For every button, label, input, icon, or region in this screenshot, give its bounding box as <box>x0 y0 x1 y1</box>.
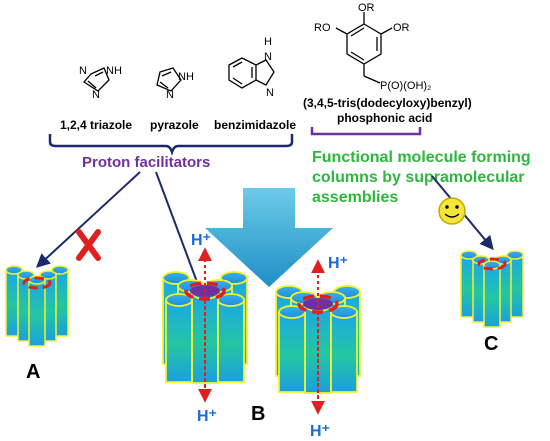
column-bundle-b-right <box>275 285 361 394</box>
column-bundle-c <box>460 250 524 328</box>
benzimidazole-atom-n1: N <box>264 51 272 63</box>
pyrazole-atom-nh: NH <box>178 71 194 83</box>
label-b: B <box>251 403 265 425</box>
big-down-arrow-icon <box>205 188 333 287</box>
functional-molecule-line1: Functional molecule forming <box>312 149 531 166</box>
benzimidazole-atom-h: H <box>264 36 272 48</box>
pyrazole-label: pyrazole <box>150 118 199 132</box>
triazole-atom-n1: N <box>79 65 87 77</box>
phosphonic-group: P(O)(OH)₂ <box>380 80 431 92</box>
column-bundle-a <box>5 265 69 347</box>
hplus-b-left-top: H⁺ <box>191 232 211 249</box>
functional-molecule-line2: columns by supramolecular <box>312 169 525 186</box>
triazole-atom-n2: N <box>92 89 100 101</box>
label-c: C <box>484 333 498 355</box>
proton-facilitators-label: Proton facilitators <box>82 154 210 171</box>
functional-molecule-line3: assemblies <box>312 189 398 206</box>
hplus-b-left-bottom: H⁺ <box>197 408 217 425</box>
benzimidazole-atom-n2: N <box>266 87 274 99</box>
triazole-atom-nh: NH <box>106 65 122 77</box>
smiley-face-icon <box>438 197 466 225</box>
benzimidazole-label: benzimidazole <box>214 118 296 132</box>
phosphonic-ro-left: RO <box>314 22 331 34</box>
arrow-to-a <box>35 171 141 268</box>
phosphonic-or-top: OR <box>358 2 375 14</box>
column-bundle-b-left <box>162 271 248 384</box>
pyrazole-atom-n: N <box>166 89 174 101</box>
phosphonic-bracket <box>310 127 422 136</box>
hplus-b-right-top: H⁺ <box>328 255 348 272</box>
cross-mark-icon <box>76 229 101 261</box>
arrow-to-b <box>155 171 206 301</box>
triazole-label: 1,2,4 triazole <box>60 118 132 132</box>
hplus-b-right-bottom: H⁺ <box>310 423 330 440</box>
benzimidazole-structure <box>228 57 275 89</box>
phosphonic-name-line1: (3,4,5-tris(dodecyloxy)benzyl) <box>303 96 472 110</box>
phosphonic-acid-structure <box>335 12 393 84</box>
phosphonic-name-line2: phosphonic acid <box>337 111 432 125</box>
label-a: A <box>26 361 40 383</box>
triazole-structure <box>83 67 110 92</box>
phosphonic-or-right: OR <box>393 22 410 34</box>
proton-facilitators-brace <box>48 134 294 156</box>
pyrazole-structure <box>156 67 182 92</box>
